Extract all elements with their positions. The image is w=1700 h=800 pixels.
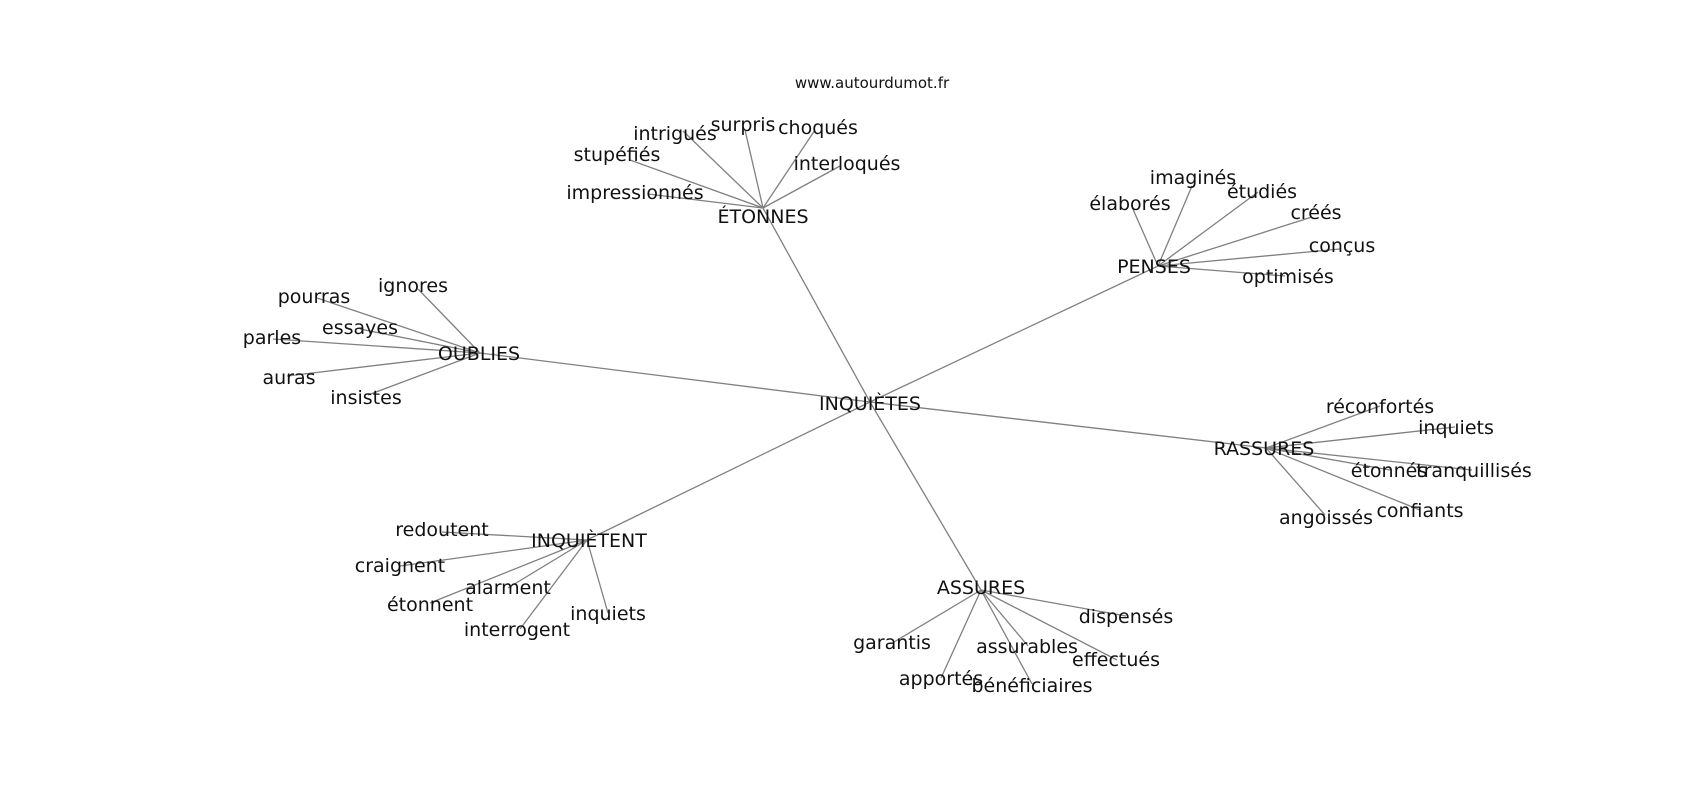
edge-penses-word [1157, 185, 1193, 267]
edge-assures-word [980, 589, 1118, 661]
word-label[interactable]: créés [1290, 202, 1341, 224]
edge-inquietent-word [586, 539, 609, 614]
edge-assures-word [980, 589, 1029, 647]
word-label[interactable]: alarment [465, 577, 551, 599]
word-label[interactable]: interrogent [464, 619, 570, 641]
word-label[interactable]: angoissés [1279, 507, 1373, 529]
word-label[interactable]: interloqués [794, 153, 901, 175]
word-label[interactable]: confiants [1376, 500, 1463, 522]
edge-center-etonnes [762, 207, 871, 403]
hub-label-rassures[interactable]: RASSURES [1214, 438, 1315, 460]
hub-label-inquietent[interactable]: INQUIÈTENT [531, 529, 647, 552]
word-label[interactable]: élaborés [1089, 193, 1170, 215]
edge-assures-word [940, 589, 982, 679]
edge-rassures-word [1265, 405, 1381, 449]
word-label[interactable]: auras [262, 367, 315, 389]
edge-penses-word [1157, 216, 1313, 267]
word-label[interactable]: ignores [378, 275, 448, 297]
edge-center-penses [869, 265, 1159, 403]
edge-rassures-word [1265, 447, 1326, 516]
hub-label-penses[interactable]: PENSES [1117, 256, 1191, 278]
word-label[interactable]: imaginés [1150, 167, 1236, 189]
word-label[interactable]: surpris [711, 114, 776, 136]
center-node-label[interactable]: INQUIÈTES [819, 392, 921, 415]
edge-penses-word [1157, 191, 1259, 267]
edge-inquietent-word [519, 539, 588, 630]
edge-inquietent-word [507, 539, 588, 589]
edge-etonnes-word [744, 129, 764, 209]
word-label[interactable]: dispensés [1079, 606, 1174, 628]
edge-inquietent-word [399, 539, 588, 567]
word-label[interactable]: intrigués [633, 123, 717, 145]
edge-oublies-word [367, 352, 481, 396]
word-label[interactable]: effectués [1072, 649, 1160, 671]
edge-oublies-word [272, 338, 481, 354]
word-label[interactable]: assurables [976, 636, 1078, 658]
word-label[interactable]: étonnent [387, 594, 473, 616]
word-label[interactable]: stupéfiés [574, 144, 661, 166]
edge-etonnes-word [762, 165, 841, 209]
edge-oublies-word [417, 288, 481, 354]
word-label[interactable]: essayes [322, 317, 398, 339]
edge-penses-word [1157, 265, 1286, 277]
edge-etonnes-word [682, 130, 764, 209]
edge-oublies-word [359, 328, 481, 354]
edge-etonnes-word [647, 193, 764, 209]
word-label[interactable]: apportés [899, 668, 983, 690]
edge-assures-word [893, 589, 982, 643]
word-label[interactable]: étudiés [1227, 181, 1297, 203]
word-label[interactable]: réconfortés [1326, 396, 1434, 418]
word-label[interactable]: impressionnés [566, 182, 703, 204]
site-watermark: www.autourdumot.fr [795, 74, 950, 92]
edge-rassures-word [1265, 447, 1473, 471]
word-label[interactable]: garantis [853, 632, 931, 654]
edge-center-assures [869, 401, 982, 591]
word-label[interactable]: redoutent [395, 519, 488, 541]
edge-center-rassures [869, 401, 1267, 449]
edge-rassures-word [1265, 447, 1391, 471]
word-label[interactable]: insistes [330, 387, 401, 409]
word-label[interactable]: inquiets [1418, 417, 1494, 439]
word-label[interactable]: craignent [355, 555, 445, 577]
edge-assures-word [980, 589, 1033, 685]
edge-center-inquietent [586, 401, 871, 541]
edges-layer [272, 129, 1473, 685]
word-label[interactable]: optimisés [1242, 266, 1334, 288]
edge-inquietent-word [429, 539, 588, 604]
edge-penses-word [1131, 206, 1159, 267]
edge-center-oublies [479, 352, 871, 403]
word-label[interactable]: conçus [1309, 235, 1376, 257]
word-label[interactable]: étonnés [1351, 460, 1427, 482]
word-label[interactable]: inquiets [570, 603, 646, 625]
hub-label-etonnes[interactable]: ÉTONNES [717, 205, 808, 228]
edge-etonnes-word [762, 129, 816, 209]
word-label[interactable]: pourras [278, 286, 351, 308]
hub-label-oublies[interactable]: OUBLIES [438, 343, 520, 365]
word-label[interactable]: bénéficiaires [971, 675, 1092, 697]
edge-inquietent-word [441, 531, 588, 541]
edge-oublies-word [286, 352, 481, 377]
edge-rassures-word [1265, 426, 1456, 449]
word-label[interactable]: tranquillisés [1416, 460, 1532, 482]
word-label[interactable]: parles [243, 327, 301, 349]
edge-oublies-word [316, 297, 481, 354]
edge-rassures-word [1265, 447, 1421, 511]
edge-etonnes-word [629, 159, 764, 209]
edge-penses-word [1157, 248, 1341, 267]
word-label[interactable]: choqués [778, 117, 858, 139]
edge-assures-word [980, 589, 1127, 617]
hub-label-assures[interactable]: ASSURES [937, 577, 1025, 599]
